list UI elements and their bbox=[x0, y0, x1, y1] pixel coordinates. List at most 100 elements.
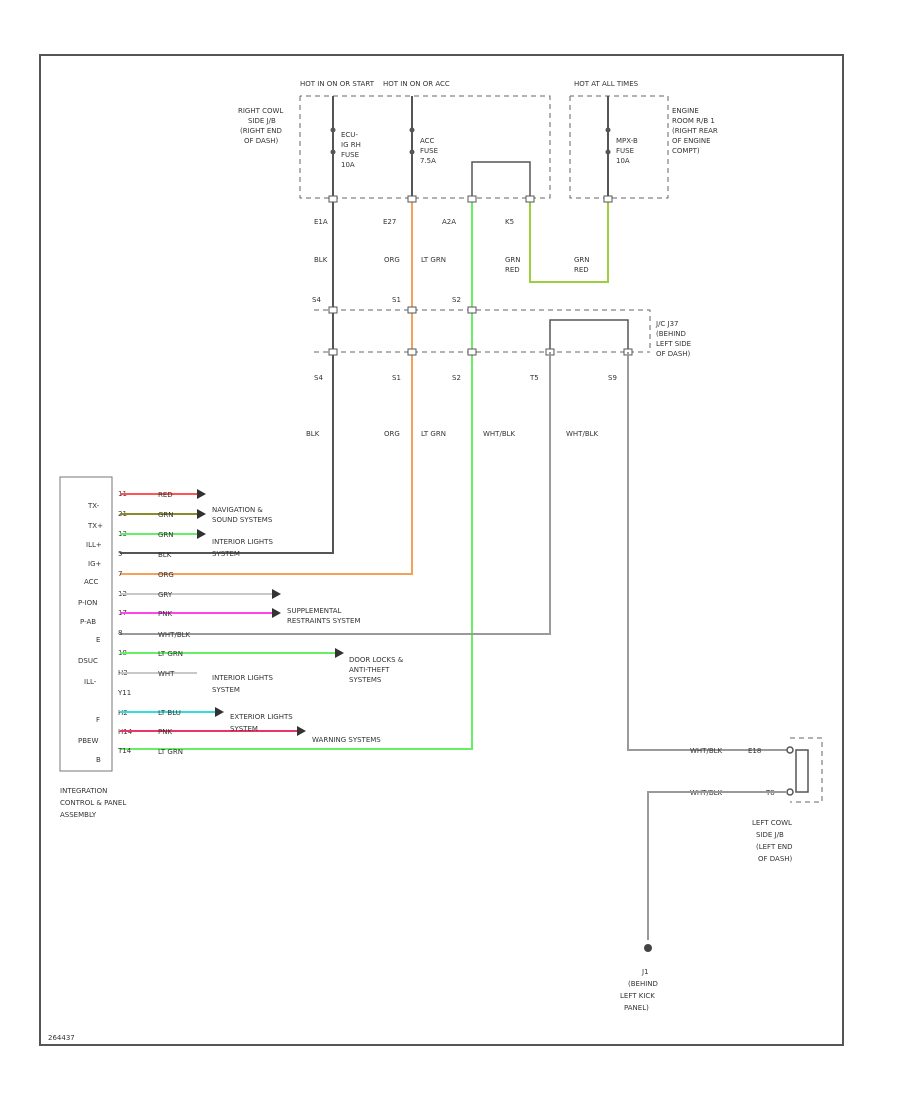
svg-text:ACC: ACC bbox=[420, 137, 435, 145]
svg-text:OF ENGINE: OF ENGINE bbox=[672, 137, 711, 145]
module-pin-numbers: 11 21 13 5 7 12 17 8 18 H3 Y11 H2 H14 T1… bbox=[117, 490, 133, 755]
svg-text:LT GRN: LT GRN bbox=[421, 430, 446, 438]
svg-text:OF DASH): OF DASH) bbox=[656, 350, 691, 358]
top-connector-labels: E1A E27 A2A K5 bbox=[314, 218, 514, 226]
svg-text:B: B bbox=[96, 756, 101, 764]
svg-text:A2A: A2A bbox=[442, 218, 456, 226]
svg-text:ACC: ACC bbox=[84, 578, 99, 586]
svg-text:GRN: GRN bbox=[574, 256, 590, 264]
wire-org-acc bbox=[120, 198, 413, 575]
svg-text:TX-: TX- bbox=[87, 502, 100, 510]
hot-run-start-label: HOT IN ON OR START bbox=[300, 80, 375, 88]
svg-text:ENGINE: ENGINE bbox=[672, 107, 699, 115]
svg-text:J1: J1 bbox=[641, 968, 649, 976]
svg-text:SIDE J/B: SIDE J/B bbox=[248, 117, 276, 125]
svg-text:BLK: BLK bbox=[306, 430, 320, 438]
svg-text:COMPT): COMPT) bbox=[672, 147, 700, 155]
arrow-heads bbox=[197, 489, 344, 736]
engine-rb-box bbox=[569, 95, 669, 199]
svg-text:S2: S2 bbox=[452, 374, 461, 382]
svg-text:TX+: TX+ bbox=[87, 522, 103, 530]
right-jb-label: RIGHT COWL SIDE J/B (RIGHT END OF DASH) bbox=[238, 107, 283, 145]
svg-text:S9: S9 bbox=[608, 374, 617, 382]
engine-rb-label: ENGINE ROOM R/B 1 (RIGHT REAR OF ENGINE … bbox=[672, 107, 718, 155]
svg-text:INTEGRATION: INTEGRATION bbox=[60, 787, 107, 795]
svg-text:F: F bbox=[96, 716, 100, 724]
svg-text:OF DASH): OF DASH) bbox=[758, 855, 793, 863]
svg-text:WHT: WHT bbox=[158, 670, 175, 678]
mid-connector-labels: S4 S1 S2 bbox=[312, 296, 461, 304]
svg-text:GRN: GRN bbox=[158, 531, 174, 539]
svg-text:BLK: BLK bbox=[158, 551, 172, 559]
svg-text:LEFT KICK: LEFT KICK bbox=[620, 992, 655, 1000]
svg-text:RESTRAINTS SYSTEM: RESTRAINTS SYSTEM bbox=[287, 617, 361, 625]
left-jb-box bbox=[790, 737, 823, 803]
svg-text:SUPPLEMENTAL: SUPPLEMENTAL bbox=[287, 607, 342, 615]
jb-internal-jumper bbox=[471, 161, 531, 198]
svg-text:PNK: PNK bbox=[158, 610, 172, 618]
svg-text:E27: E27 bbox=[383, 218, 396, 226]
left-jb-wire-labels: WHT/BLK E18 WHT/BLK T8 bbox=[690, 747, 775, 797]
svg-text:NAVIGATION &: NAVIGATION & bbox=[212, 506, 263, 514]
svg-text:RED: RED bbox=[158, 491, 173, 499]
svg-text:SYSTEM: SYSTEM bbox=[230, 725, 258, 733]
svg-text:RED: RED bbox=[574, 266, 589, 274]
svg-text:WARNING SYSTEMS: WARNING SYSTEMS bbox=[312, 736, 381, 744]
wire-wht-blk-ground bbox=[647, 791, 787, 940]
svg-text:ECU-: ECU- bbox=[341, 131, 358, 139]
svg-text:LT GRN: LT GRN bbox=[421, 256, 446, 264]
system-labels: NAVIGATION & SOUND SYSTEMS INTERIOR LIGH… bbox=[212, 506, 404, 744]
svg-text:Y11: Y11 bbox=[117, 689, 131, 697]
svg-text:(RIGHT REAR: (RIGHT REAR bbox=[672, 127, 718, 135]
fuse-ecu-ig-rh: ECU- IG RH FUSE 10A bbox=[330, 96, 361, 198]
svg-text:PBEW: PBEW bbox=[78, 737, 98, 745]
module-wire-labels: RED GRN GRN BLK ORG GRY PNK WHT/BLK LT G… bbox=[158, 491, 191, 756]
svg-text:(RIGHT END: (RIGHT END bbox=[240, 127, 282, 135]
svg-text:FUSE: FUSE bbox=[616, 147, 634, 155]
svg-text:FUSE: FUSE bbox=[341, 151, 359, 159]
module-pin-labels: TX- TX+ ILL+ IG+ ACC P-ION P-AB E DSUC I… bbox=[78, 502, 103, 764]
svg-text:PNK: PNK bbox=[158, 728, 172, 736]
jc-j37-box bbox=[314, 309, 651, 352]
svg-text:S1: S1 bbox=[392, 296, 401, 304]
svg-text:P-ION: P-ION bbox=[78, 599, 97, 607]
svg-text:ASSEMBLY: ASSEMBLY bbox=[60, 811, 97, 819]
svg-text:(BEHIND: (BEHIND bbox=[628, 980, 658, 988]
svg-text:FUSE: FUSE bbox=[420, 147, 438, 155]
fuse-acc: ACC FUSE 7.5A bbox=[409, 96, 438, 198]
ground-j1-icon bbox=[644, 944, 652, 952]
left-jb-internal bbox=[795, 749, 809, 793]
svg-text:MPX-B: MPX-B bbox=[616, 137, 638, 145]
hot-all-times-label: HOT AT ALL TIMES bbox=[574, 80, 639, 88]
svg-text:SYSTEMS: SYSTEMS bbox=[349, 676, 382, 684]
svg-text:ORG: ORG bbox=[158, 571, 174, 579]
low-connector-labels: S4 S1 S2 T5 S9 bbox=[314, 374, 617, 382]
svg-text:J/C J37: J/C J37 bbox=[655, 320, 679, 328]
svg-text:WHT/BLK: WHT/BLK bbox=[158, 631, 191, 639]
svg-text:INTERIOR LIGHTS: INTERIOR LIGHTS bbox=[212, 538, 273, 546]
connector-pins bbox=[328, 195, 633, 356]
svg-text:P-AB: P-AB bbox=[80, 618, 96, 626]
svg-text:T5: T5 bbox=[529, 374, 539, 382]
wire-grn-red-mpx bbox=[529, 198, 609, 283]
svg-text:GRN: GRN bbox=[505, 256, 521, 264]
diagram-frame bbox=[39, 54, 844, 1046]
svg-text:T14: T14 bbox=[117, 747, 132, 755]
fuse-mpx-b: MPX-B FUSE 10A bbox=[605, 96, 638, 198]
svg-text:GRN: GRN bbox=[158, 511, 174, 519]
left-jb-pin-e18 bbox=[786, 746, 794, 754]
left-jb-label: LEFT COWL SIDE J/B (LEFT END OF DASH) bbox=[752, 819, 793, 863]
svg-text:E1A: E1A bbox=[314, 218, 328, 226]
svg-text:7: 7 bbox=[118, 570, 122, 578]
wire-wht-blk-e bbox=[120, 352, 551, 635]
svg-text:LEFT SIDE: LEFT SIDE bbox=[656, 340, 691, 348]
svg-text:EXTERIOR LIGHTS: EXTERIOR LIGHTS bbox=[230, 713, 293, 721]
svg-text:ILL-: ILL- bbox=[84, 678, 97, 686]
svg-text:ANTI-THEFT: ANTI-THEFT bbox=[349, 666, 390, 674]
jc-j37-label: J/C J37 (BEHIND LEFT SIDE OF DASH) bbox=[655, 320, 691, 358]
wire-lt-grn-warning bbox=[120, 198, 473, 750]
svg-text:RED: RED bbox=[505, 266, 520, 274]
wire-blk-ig bbox=[120, 198, 334, 554]
svg-text:10A: 10A bbox=[616, 157, 630, 165]
svg-text:LT BLU: LT BLU bbox=[158, 709, 181, 717]
